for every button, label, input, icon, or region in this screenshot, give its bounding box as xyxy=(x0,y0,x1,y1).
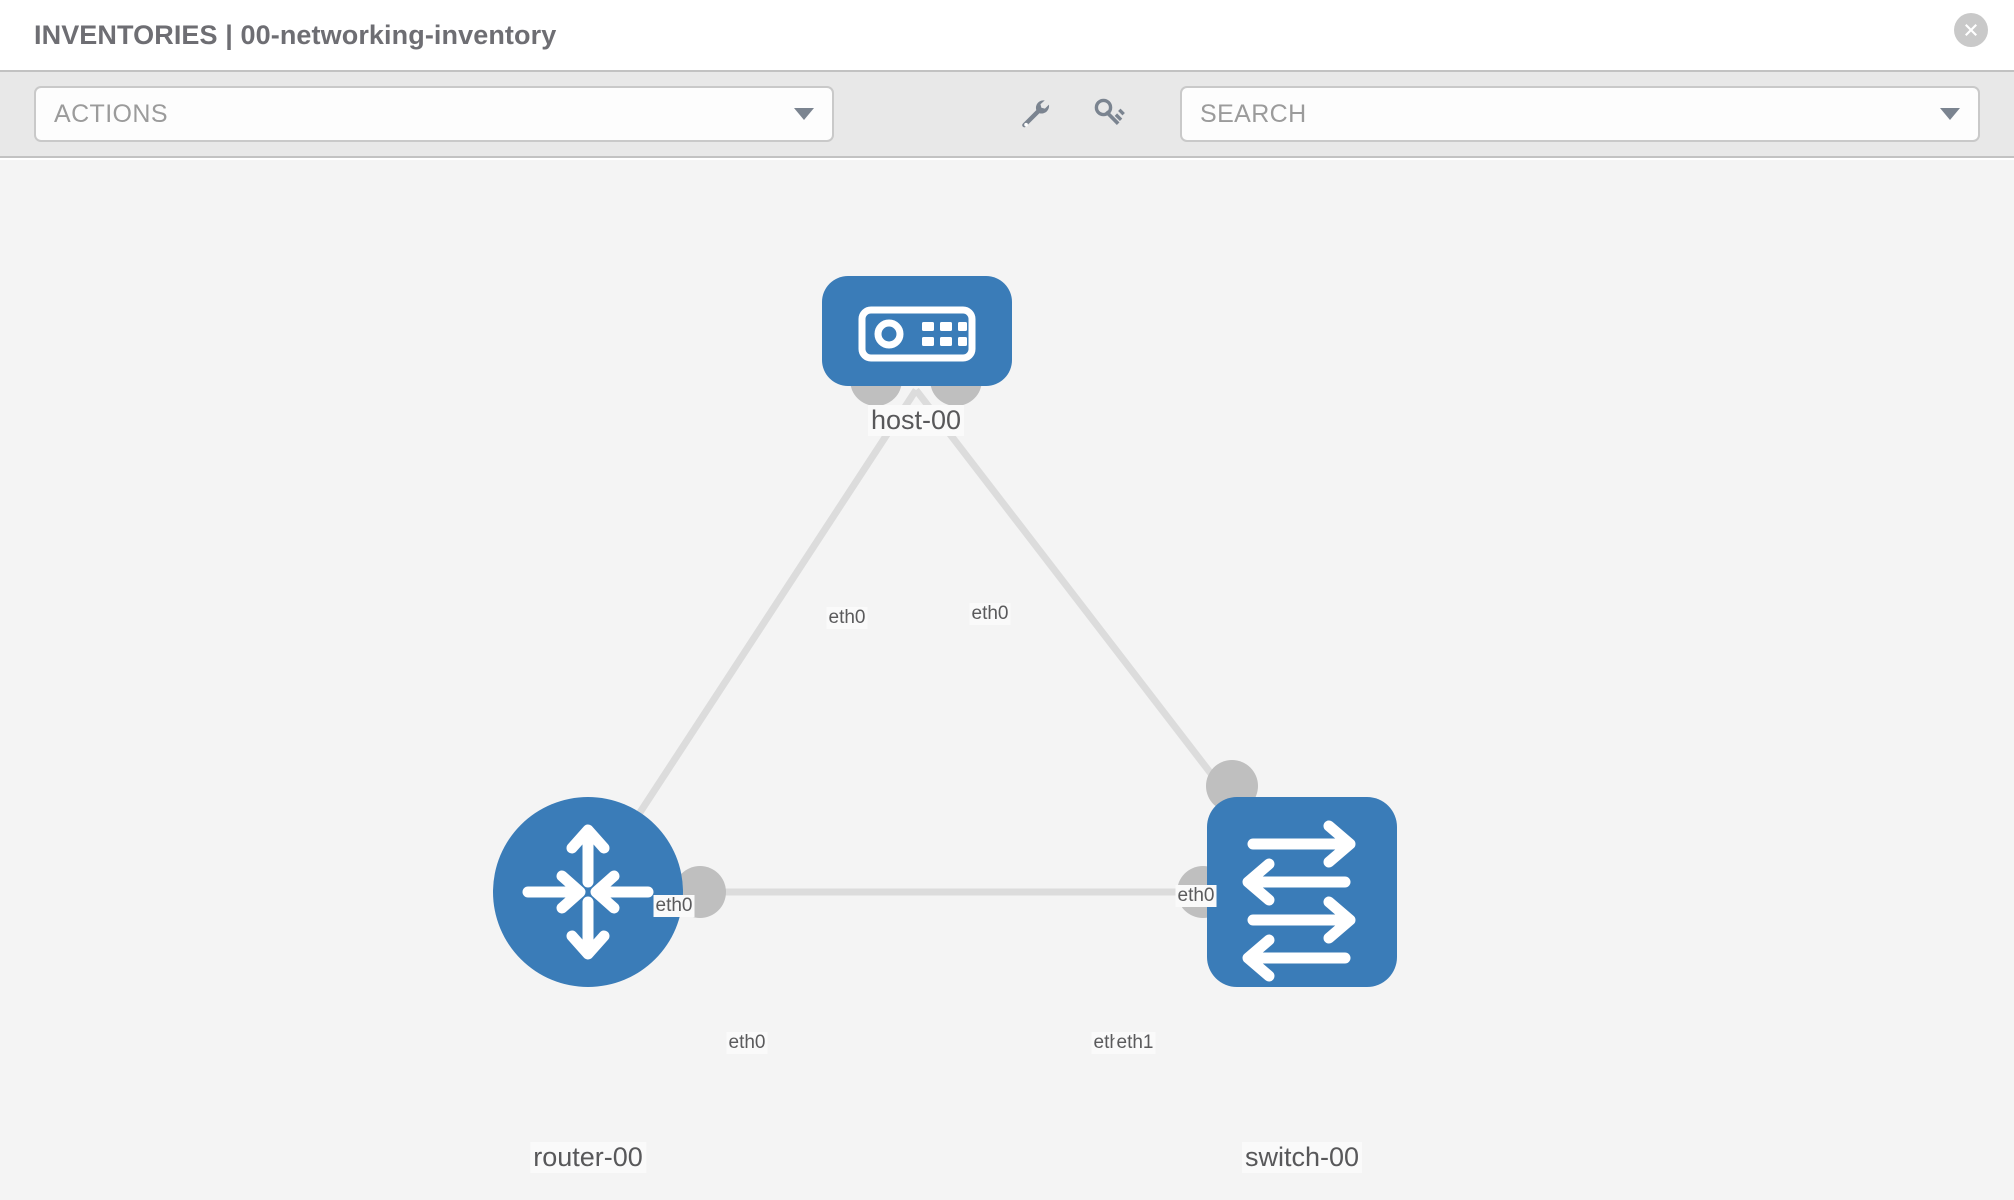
iface-label-host00-left: eth0 xyxy=(826,607,868,629)
connector-group xyxy=(674,354,1258,918)
toolbar: ACTIONS xyxy=(0,70,2014,158)
link-group xyxy=(585,387,1305,896)
node-host-00[interactable] xyxy=(822,276,1012,386)
iface-label-router00-uplink: eth0 xyxy=(653,895,695,917)
router-arrows-icon xyxy=(522,824,654,960)
topology-graph xyxy=(493,276,1397,987)
page-header: INVENTORIES | 00-networking-inventory xyxy=(0,0,2014,70)
switch-arrows-icon xyxy=(1242,820,1356,982)
search-input[interactable]: SEARCH xyxy=(1180,86,1980,142)
node-switch-00[interactable] xyxy=(1207,797,1397,987)
iface-label-router00-eth0: eth0 xyxy=(726,1032,768,1054)
node-label-host-00[interactable]: host-00 xyxy=(867,405,965,436)
server-icon xyxy=(858,306,976,362)
iface-label-host00-right: eth0 xyxy=(969,603,1011,625)
actions-dropdown-label: ACTIONS xyxy=(54,99,168,128)
wrench-icon[interactable] xyxy=(1014,92,1058,136)
close-icon[interactable] xyxy=(1954,13,1988,47)
node-label-router-00[interactable]: router-00 xyxy=(530,1142,646,1173)
toolbar-icon-group xyxy=(1014,92,1132,136)
iface-label-switch00-uplink: eth0 xyxy=(1175,885,1217,907)
page-title: INVENTORIES | 00-networking-inventory xyxy=(34,19,557,50)
actions-dropdown[interactable]: ACTIONS xyxy=(34,86,834,142)
node-label-switch-00[interactable]: switch-00 xyxy=(1241,1142,1363,1173)
iface-label-switch00-eth1: eth1 xyxy=(1114,1032,1156,1054)
key-icon[interactable] xyxy=(1088,92,1132,136)
chevron-down-icon[interactable] xyxy=(1940,108,1960,120)
link-host00-router00[interactable] xyxy=(585,388,919,894)
topology-canvas[interactable]: host-00 router-00 switch-00 eth0 eth0 et… xyxy=(0,160,2014,1200)
chevron-down-icon xyxy=(794,108,814,120)
search-placeholder: SEARCH xyxy=(1200,99,1307,128)
node-router-00[interactable] xyxy=(493,797,683,987)
